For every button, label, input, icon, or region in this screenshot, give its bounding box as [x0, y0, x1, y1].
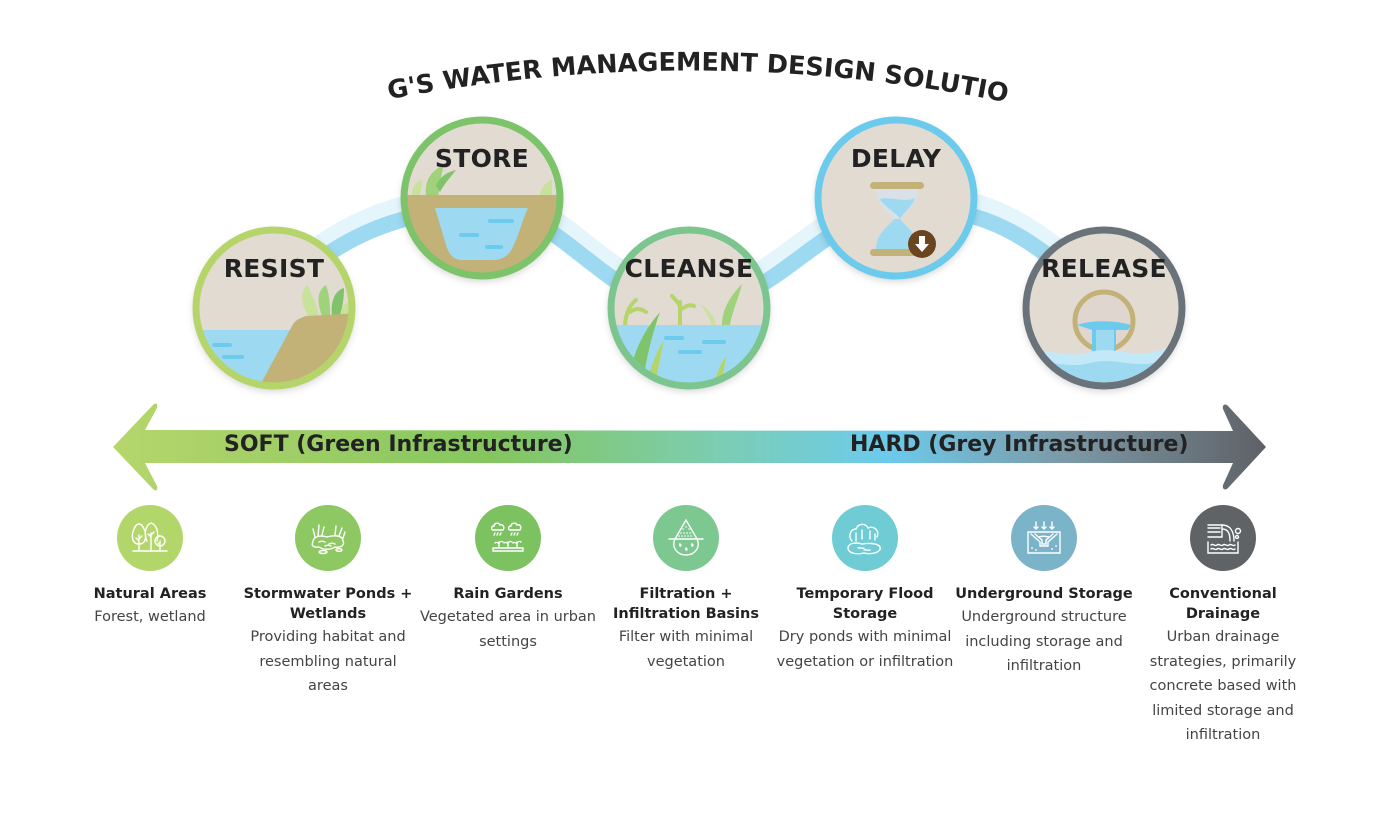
- item-description: Providing habitat and resembling natural…: [250, 629, 406, 694]
- stage-delay: DELAY: [814, 116, 978, 280]
- list-item-rain-gardens: Rain Gardens Vegetated area in urban set…: [418, 505, 598, 654]
- title-graphic: CPG'S WATER MANAGEMENT DESIGN SOLUTION: [0, 0, 1011, 109]
- item-description: Dry ponds with minimal vegetation or inf…: [776, 629, 954, 670]
- item-description: Underground structure including storage …: [961, 609, 1127, 674]
- item-title: Filtration + Infiltration Basins: [613, 586, 759, 622]
- stage-release: RELEASE: [1022, 226, 1186, 390]
- list-item-natural-areas: Natural Areas Forest, wetland: [60, 505, 240, 630]
- item-title: Underground Storage: [955, 586, 1133, 602]
- trees-icon: [117, 505, 183, 571]
- stage-cleanse: CLEANSE: [607, 226, 771, 390]
- soft-hard-spectrum-arrow: [113, 403, 1266, 491]
- item-title: Conventional Drainage: [1169, 586, 1277, 622]
- filter-drop-icon: [653, 505, 719, 571]
- rain-garden-icon: [475, 505, 541, 571]
- item-description: Vegetated area in urban settings: [419, 609, 597, 650]
- list-item-conventional-drainage: Conventional Drainage Urban drainage str…: [1133, 505, 1313, 748]
- item-title: Stormwater Ponds + Wetlands: [243, 586, 413, 622]
- list-item-underground-storage: Underground Storage Underground structur…: [954, 505, 1134, 679]
- item-title: Rain Gardens: [453, 586, 563, 602]
- stage-resist: RESIST: [192, 226, 356, 390]
- item-title: Temporary Flood Storage: [796, 586, 934, 622]
- item-description: Filter with minimal vegetation: [618, 629, 754, 670]
- drain-pipe-icon: [1190, 505, 1256, 571]
- stage-flow: RESIST STORE: [192, 116, 1186, 390]
- list-item-temporary-flood-storage: Temporary Flood Storage Dry ponds with m…: [775, 505, 955, 674]
- spectrum-arrow-shape: [113, 403, 1266, 491]
- underground-tank-icon: [1011, 505, 1077, 571]
- stage-label-release: RELEASE: [1041, 254, 1167, 283]
- flood-pond-icon: [832, 505, 898, 571]
- item-title: Natural Areas: [93, 586, 207, 602]
- item-description: Urban drainage strategies, primarily con…: [1149, 629, 1297, 743]
- hourglass-icon: [870, 182, 936, 258]
- stage-label-store: STORE: [435, 144, 529, 173]
- stage-store: STORE: [400, 116, 564, 280]
- stage-label-resist: RESIST: [224, 254, 325, 283]
- list-item-filtration-basins: Filtration + Infiltration Basins Filter …: [596, 505, 776, 674]
- stage-label-cleanse: CLEANSE: [625, 254, 754, 283]
- stage-label-delay: DELAY: [851, 144, 942, 173]
- item-description: Forest, wetland: [94, 609, 206, 625]
- soft-infrastructure-label: SOFT (Green Infrastructure): [224, 432, 573, 457]
- pond-wetland-icon: [295, 505, 361, 571]
- list-item-stormwater-ponds: Stormwater Ponds + Wetlands Providing ha…: [238, 505, 418, 699]
- hard-infrastructure-label: HARD (Grey Infrastructure): [850, 432, 1189, 457]
